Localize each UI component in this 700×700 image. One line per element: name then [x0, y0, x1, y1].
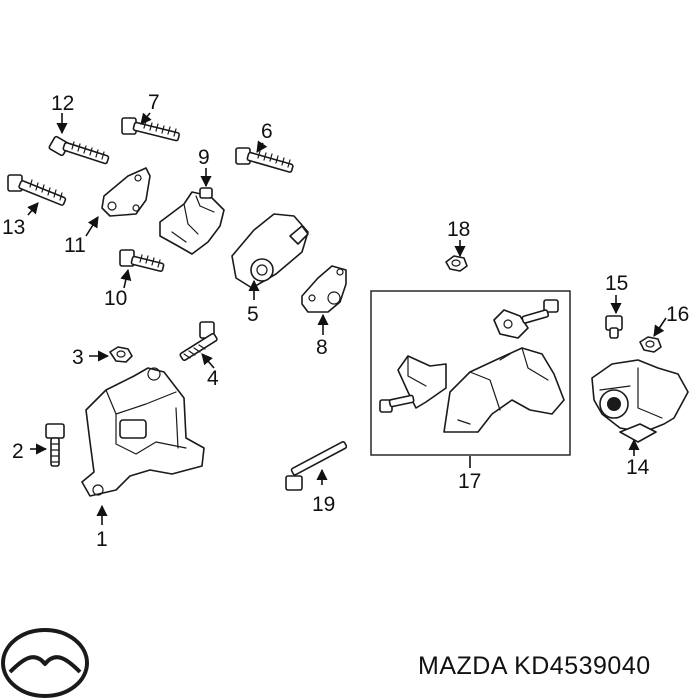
callout-1: 1	[96, 528, 108, 551]
bolt-19	[285, 441, 348, 491]
bolt-12	[48, 135, 110, 165]
bolt-4	[179, 321, 218, 362]
bolt-2	[45, 423, 65, 467]
mount-14	[591, 359, 689, 443]
callout-9: 9	[198, 146, 210, 169]
mazda-logo-icon	[1, 628, 89, 698]
bracket-8	[301, 265, 347, 313]
callout-12: 12	[51, 92, 74, 115]
callout-6: 6	[261, 120, 273, 143]
callout-15: 15	[605, 272, 628, 295]
bolt-10	[119, 249, 165, 272]
callout-2: 2	[12, 440, 24, 463]
part-caption: MAZDA KD4539040	[418, 652, 651, 681]
callout-11: 11	[64, 234, 86, 257]
bracket-11	[101, 167, 151, 217]
bolt-6	[235, 147, 294, 173]
assembly-17	[370, 290, 571, 456]
callout-5: 5	[247, 303, 259, 326]
callout-17: 17	[458, 470, 481, 493]
callout-4: 4	[207, 367, 219, 390]
bolt-7	[121, 117, 180, 142]
bolt-13	[7, 174, 67, 206]
bolt-15	[605, 315, 623, 339]
nut-16	[639, 336, 662, 353]
part-number: KD4539040	[514, 652, 651, 680]
callout-8: 8	[316, 336, 328, 359]
mount-5	[231, 213, 309, 289]
callout-13: 13	[2, 216, 25, 239]
callout-7: 7	[148, 91, 160, 114]
nut-18	[445, 255, 468, 272]
callout-19: 19	[312, 493, 335, 516]
callout-10: 10	[104, 287, 127, 310]
callout-16: 16	[666, 303, 689, 326]
engine-mount-1	[81, 367, 205, 497]
nut-3	[109, 346, 133, 363]
bracket-9	[159, 187, 225, 255]
callout-14: 14	[626, 456, 650, 479]
callout-18: 18	[447, 218, 470, 241]
callout-3: 3	[72, 346, 84, 369]
brand-name: MAZDA	[418, 652, 507, 680]
